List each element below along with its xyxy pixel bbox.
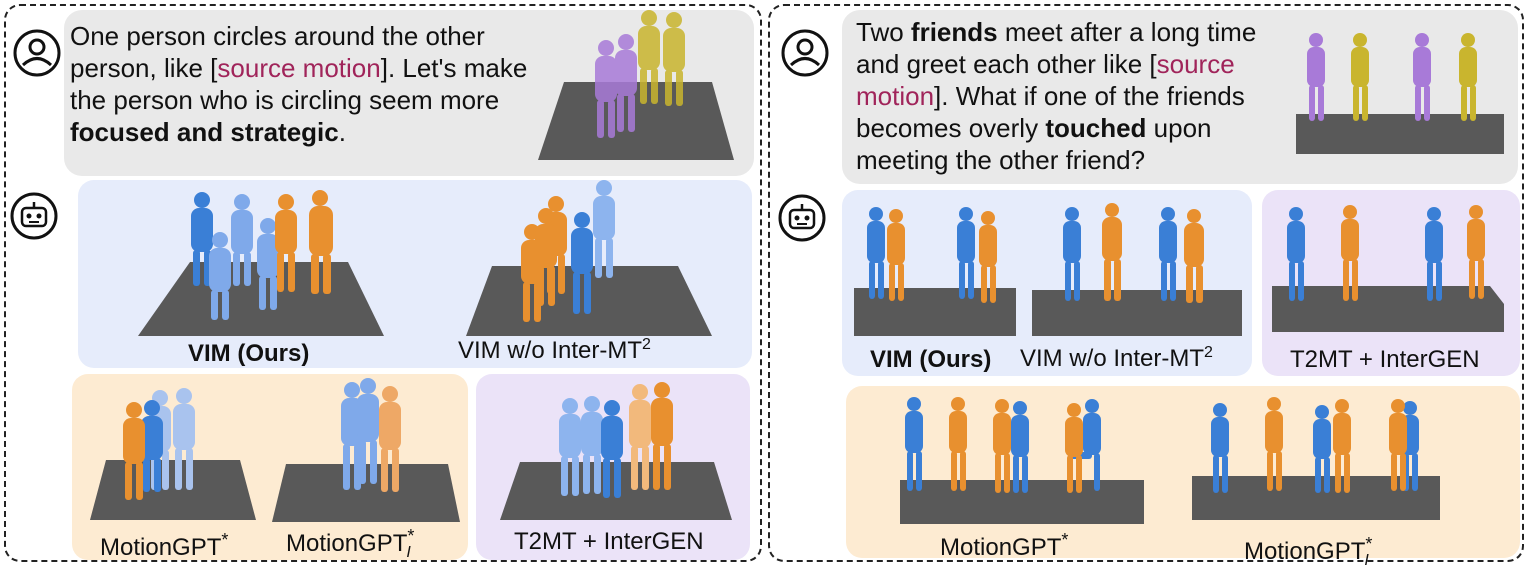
right-vim-ours-render — [854, 207, 1016, 336]
right-vim-results-box — [842, 190, 1252, 376]
right-vim-wo-label: VIM w/o Inter-MT2 — [1020, 344, 1213, 372]
user-icon — [12, 28, 62, 78]
right-source-motion-render — [1296, 33, 1504, 154]
left-vim-ours-label: VIM (Ours) — [188, 340, 310, 367]
source-motion-link: source motion — [856, 49, 1235, 111]
right-motiongpt-i-render — [1192, 397, 1440, 520]
right-motiongpt-render — [900, 397, 1144, 524]
right-vim-wo-render — [1032, 203, 1242, 336]
left-motiongpt-label: MotionGPT* — [100, 530, 229, 561]
right-motiongpt-i-label: MotionGPT*I — [1244, 534, 1373, 569]
left-motiongpt-i-render — [272, 378, 460, 522]
left-t2mt-render — [500, 382, 732, 520]
left-prompt-text: One person circles around the other pers… — [70, 21, 528, 147]
right-example-panel — [768, 4, 1524, 562]
right-motiongpt-label: MotionGPT* — [940, 530, 1069, 561]
left-vim-ours-render — [138, 190, 384, 336]
left-t2mt-label: T2MT + InterGEN — [514, 528, 704, 555]
left-motiongpt-render — [90, 388, 256, 520]
right-prompt-text: Two friends meet after a long time and g… — [856, 17, 1257, 175]
left-source-motion-render — [538, 10, 734, 160]
left-motiongpt-i-label: MotionGPT*I — [286, 526, 415, 561]
right-user-prompt: Two friends meet after a long time and g… — [842, 10, 1518, 184]
right-t2mt-label: T2MT + InterGEN — [1290, 346, 1480, 373]
robot-icon — [778, 194, 826, 242]
right-t2mt-render — [1272, 205, 1504, 332]
robot-icon — [10, 192, 58, 240]
left-example-panel — [4, 4, 762, 562]
left-vim-wo-render — [466, 180, 712, 336]
user-icon — [780, 28, 830, 78]
right-vim-ours-label: VIM (Ours) — [870, 346, 992, 373]
left-user-prompt: One person circles around the other pers… — [64, 10, 754, 176]
source-motion-link: source motion — [217, 53, 381, 83]
left-vim-wo-label: VIM w/o Inter-MT2 — [458, 336, 651, 364]
